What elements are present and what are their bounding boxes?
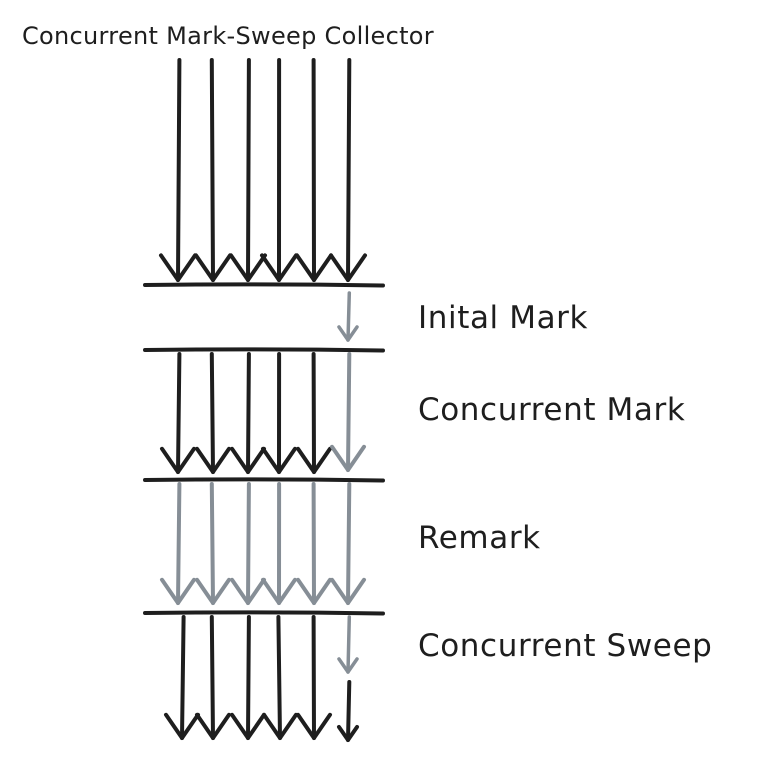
app-thread-top-5-head	[295, 253, 333, 282]
app-thread-concurrent-sweep-3-shaft	[246, 615, 251, 740]
app-thread-top-1-shaft	[176, 58, 182, 282]
gc-thread-remark-6-head	[330, 577, 366, 605]
app-thread-concurrent-sweep-3-head	[230, 712, 266, 740]
app-thread-concurrent-sweep-6-shaft	[346, 680, 352, 742]
app-thread-top-3-head	[229, 253, 267, 282]
phase-label-concurrent-mark: Concurrent Mark	[418, 392, 686, 428]
app-thread-top-2-shaft	[209, 58, 215, 282]
gc-thread-concurrent-mark-shaft	[346, 352, 352, 472]
app-thread-concurrent-mark-3-shaft	[246, 352, 251, 474]
app-thread-top-1-head	[159, 253, 197, 282]
gc-thread-initial-mark-shaft	[346, 291, 352, 342]
phase-label-initial-mark: Inital Mark	[418, 300, 589, 336]
app-thread-concurrent-mark-2-shaft	[209, 352, 215, 474]
gc-thread-concurrent-sweep-head	[337, 657, 359, 674]
safepoint-line-2	[143, 347, 385, 353]
app-thread-top-4-head	[260, 253, 298, 282]
app-thread-concurrent-mark-1-head	[160, 446, 196, 474]
app-thread-concurrent-sweep-6-head	[337, 724, 359, 742]
app-thread-concurrent-sweep-4-shaft	[276, 615, 282, 740]
app-thread-concurrent-sweep-2-head	[195, 712, 231, 740]
gc-thread-remark-5-head	[296, 577, 332, 605]
diagram-title: Concurrent Mark-Sweep Collector	[22, 22, 434, 50]
app-thread-top-6-head	[329, 253, 367, 282]
phase-label-concurrent-sweep: Concurrent Sweep	[418, 628, 713, 664]
app-thread-concurrent-sweep-2-shaft	[209, 615, 215, 740]
safepoint-line-4	[143, 610, 385, 616]
gc-thread-remark-2-head	[195, 577, 231, 605]
gc-thread-remark-3-head	[230, 577, 266, 605]
gc-thread-concurrent-mark-head	[330, 444, 366, 472]
app-thread-top-3-shaft	[246, 58, 251, 282]
app-thread-concurrent-mark-5-head	[296, 446, 332, 474]
app-thread-top-2-head	[194, 253, 232, 282]
app-thread-top-6-shaft	[346, 58, 352, 282]
gc-thread-remark-6-shaft	[346, 482, 352, 605]
app-thread-concurrent-sweep-1-shaft	[180, 615, 186, 740]
gc-thread-remark-1-head	[160, 577, 196, 605]
gc-thread-concurrent-sweep-shaft	[346, 615, 352, 674]
safepoint-line-1	[143, 282, 385, 288]
gc-thread-remark-3-shaft	[246, 482, 251, 605]
gc-thread-remark-1-shaft	[176, 482, 182, 605]
gc-thread-remark-4-head	[261, 577, 297, 605]
app-thread-concurrent-mark-1-shaft	[176, 352, 182, 474]
app-thread-concurrent-sweep-4-head	[262, 712, 298, 740]
app-thread-concurrent-mark-4-head	[261, 446, 297, 474]
gc-thread-remark-2-shaft	[209, 482, 215, 605]
app-thread-concurrent-mark-2-head	[195, 446, 231, 474]
safepoint-line-3	[143, 477, 385, 483]
gc-thread-initial-mark-head	[337, 325, 359, 342]
app-thread-concurrent-mark-3-head	[230, 446, 266, 474]
app-thread-concurrent-sweep-5-head	[296, 712, 332, 740]
app-thread-concurrent-sweep-1-head	[164, 712, 200, 740]
phase-label-remark: Remark	[418, 520, 541, 556]
